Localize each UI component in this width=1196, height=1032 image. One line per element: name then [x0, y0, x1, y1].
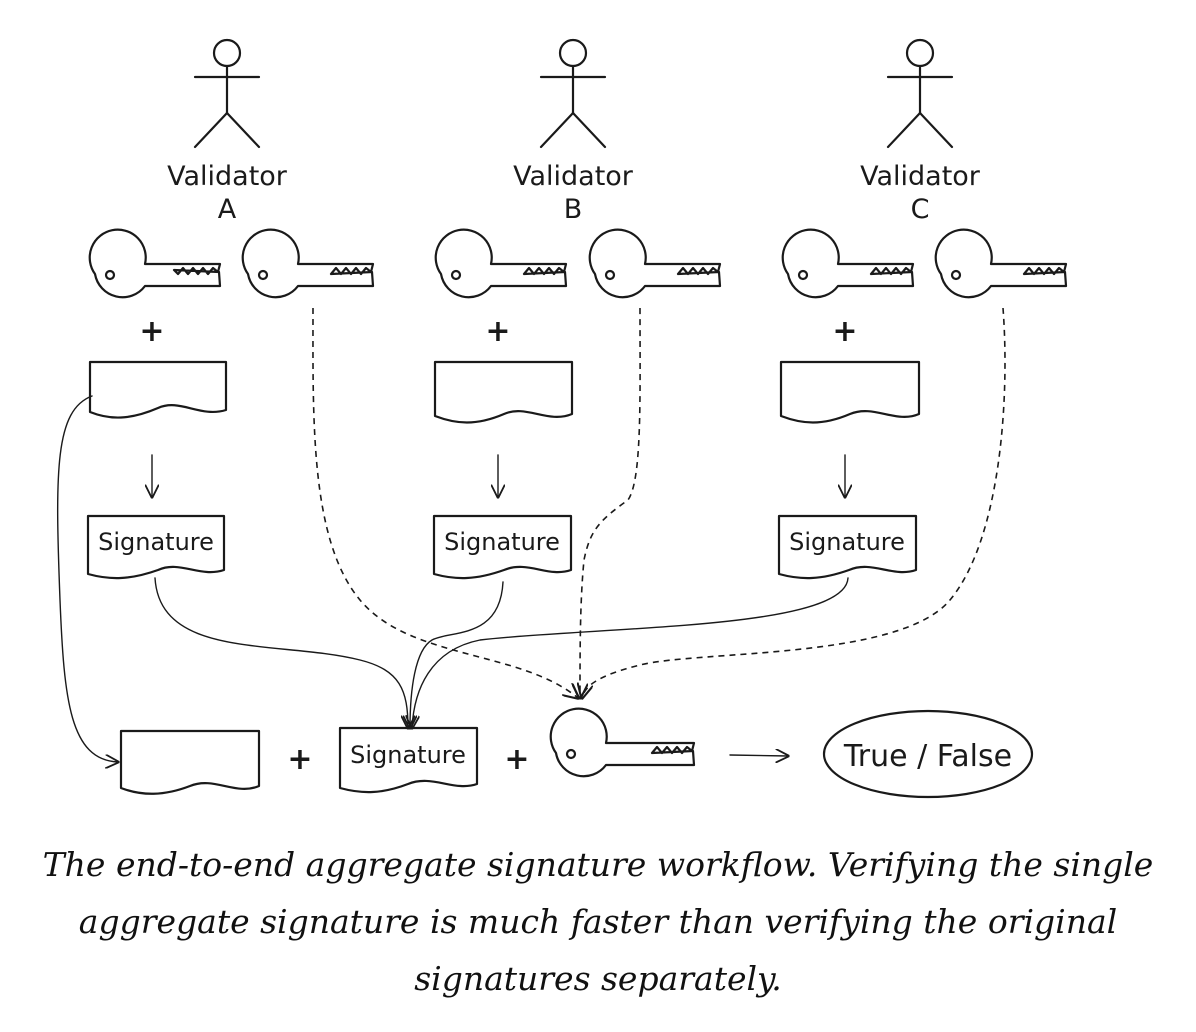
signature-c-arrow	[412, 577, 849, 728]
validator-a: Validator A + Signature	[86, 38, 375, 580]
stick-figure-icon	[193, 38, 261, 149]
validator-c: Validator C + Signature	[777, 38, 1068, 580]
white-key-icon	[88, 228, 222, 299]
result-label: True / False	[843, 739, 1012, 774]
plus-sign: +	[485, 314, 510, 349]
stick-figure-icon	[886, 38, 954, 149]
crosshatched-key-icon	[549, 707, 696, 778]
validator-label: Validator	[167, 161, 288, 192]
signature-a-arrow	[154, 577, 408, 728]
hatched-key-icon	[588, 228, 722, 299]
plus-sign: +	[504, 742, 529, 777]
hatched-key-icon	[934, 228, 1068, 299]
validator-letter: A	[218, 194, 237, 225]
validator-letter: B	[564, 194, 583, 225]
signature-b-arrow	[410, 581, 504, 728]
document-icon	[119, 729, 261, 795]
plus-sign: +	[832, 314, 857, 349]
document-icon	[779, 360, 921, 424]
signature-document: Signature	[777, 514, 918, 580]
public-key-b-arrow	[580, 307, 641, 698]
signature-label: Signature	[789, 528, 905, 556]
result-arrow	[729, 755, 788, 756]
validator-label: Validator	[860, 161, 981, 192]
aggregate-signature-label: Signature	[350, 741, 466, 769]
signature-label: Signature	[444, 528, 560, 556]
message-to-verify-arrow	[56, 395, 118, 762]
public-key-c-arrow	[582, 307, 1006, 698]
figure-caption: The end-to-end aggregate signature workf…	[42, 845, 1154, 998]
signature-document: Signature	[432, 514, 573, 580]
aggregate-signature-diagram: Validator A + Signature Validator B	[56, 38, 1068, 799]
validator-b: Validator B + Signature	[432, 38, 722, 580]
signature-label: Signature	[98, 528, 214, 556]
result-oval: True / False	[822, 709, 1034, 799]
aggregate-signature: Signature	[338, 726, 479, 794]
verification-row: + Signature + True / False	[119, 707, 1034, 799]
document-icon	[88, 360, 228, 419]
plus-sign: +	[287, 742, 312, 777]
connectors	[56, 307, 1006, 762]
hatched-key-icon	[241, 228, 375, 299]
signature-document: Signature	[86, 514, 226, 580]
document-icon	[433, 360, 574, 424]
stick-figure-icon	[539, 38, 607, 149]
public-key-a-arrow	[312, 307, 578, 698]
white-key-icon	[434, 228, 568, 299]
validator-letter: C	[911, 194, 930, 225]
plus-sign: +	[139, 314, 164, 349]
white-key-icon	[781, 228, 915, 299]
validator-label: Validator	[513, 161, 634, 192]
